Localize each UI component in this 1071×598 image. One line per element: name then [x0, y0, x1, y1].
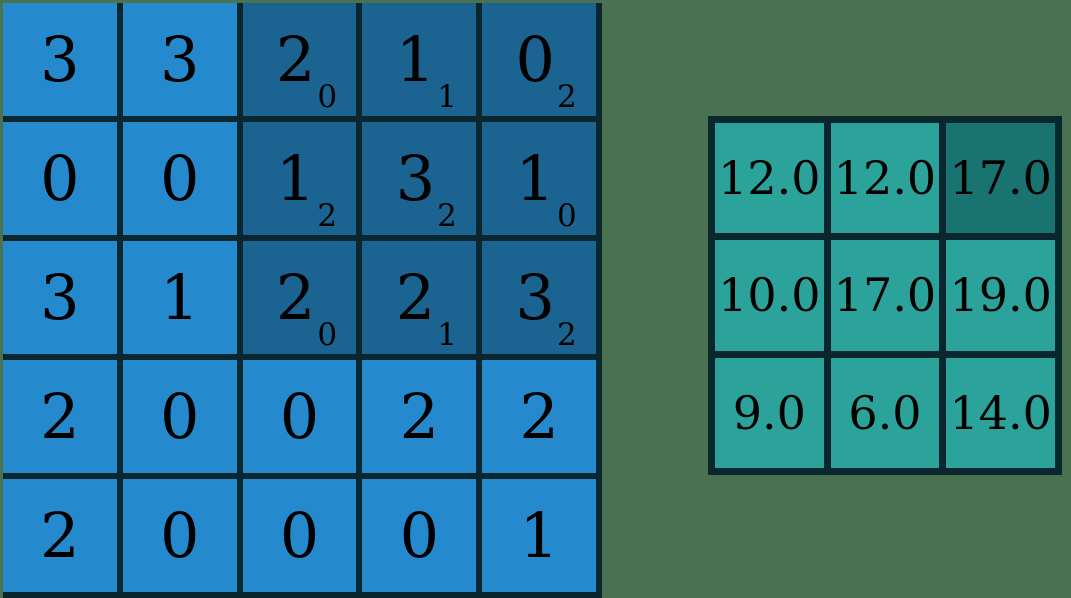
input-cell-value: 0: [515, 22, 555, 96]
output-cell-value: 9.0: [732, 385, 806, 440]
output-cell: 19.0: [946, 240, 1055, 351]
input-cell-subscript: 0: [317, 78, 338, 115]
input-cell: 0: [122, 479, 237, 592]
input-cell-value: 2: [40, 379, 80, 453]
input-cell: 3: [3, 241, 117, 354]
input-cell: 0: [3, 122, 117, 235]
output-cell: 12.0: [715, 123, 824, 234]
output-cell-value: 17.0: [949, 151, 1052, 206]
input-cell-value: 1: [519, 498, 559, 572]
output-cell: 6.0: [830, 357, 940, 468]
input-cell-subscript: 2: [317, 197, 338, 234]
input-cell-subscript: 0: [317, 316, 338, 353]
input-cell-value: 0: [159, 379, 200, 453]
output-cell: 9.0: [715, 357, 824, 468]
input-cell-value: 1: [275, 141, 316, 215]
input-cell-value: 0: [159, 141, 200, 215]
input-cell-value: 3: [395, 141, 436, 215]
output-cell-value: 12.0: [718, 151, 821, 206]
input-cell-value: 3: [40, 22, 80, 96]
input-cell: 0: [122, 122, 237, 235]
input-cell-value: 0: [279, 498, 320, 572]
input-cell-value: 1: [515, 141, 555, 215]
input-cell-value: 0: [279, 379, 320, 453]
input-cell: 3: [3, 3, 117, 116]
output-cell-value: 19.0: [949, 268, 1052, 323]
input-cell: 2: [3, 360, 117, 473]
input-cell-subscript: 0: [556, 197, 577, 234]
input-cell: 2: [482, 360, 596, 473]
output-cell: 14.0: [946, 357, 1055, 468]
input-cell: 0: [362, 479, 477, 592]
input-cell-value: 3: [515, 260, 555, 334]
input-cell-subscript: 1: [437, 316, 457, 353]
input-cell-value: 2: [275, 260, 316, 334]
input-cell: 3: [122, 3, 237, 116]
output-cell-value: 10.0: [718, 268, 821, 323]
input-cell-value: 0: [399, 498, 440, 572]
output-cell: 17.0: [946, 123, 1055, 234]
input-cell-value: 2: [519, 379, 559, 453]
output-cell-value: 12.0: [833, 151, 937, 206]
input-cell-subscript: 2: [556, 316, 577, 353]
input-cell-value: 3: [40, 260, 80, 334]
output-cell-value: 17.0: [833, 268, 937, 323]
input-cell: 1: [122, 241, 237, 354]
output-cell: 10.0: [715, 240, 824, 351]
input-cell-value: 3: [159, 22, 200, 96]
output-cell: 12.0: [830, 123, 940, 234]
input-cell-value: 1: [395, 22, 436, 96]
input-cell-value: 2: [275, 22, 316, 96]
input-cell: 0: [122, 360, 237, 473]
input-cell-subscript: 2: [437, 197, 457, 234]
input-cell-value: 2: [40, 498, 80, 572]
input-cell: 1: [482, 479, 596, 592]
output-cell-value: 6.0: [848, 385, 922, 440]
input-cell: 0: [242, 479, 357, 592]
input-cell-value: 2: [395, 260, 436, 334]
output-cell-value: 14.0: [949, 385, 1052, 440]
input-cell-value: 0: [159, 498, 200, 572]
input-cell: 0: [242, 360, 357, 473]
input-cell: 2: [362, 360, 477, 473]
input-cell-value: 1: [159, 260, 200, 334]
input-cell-value: 0: [40, 141, 80, 215]
output-cell: 17.0: [830, 240, 940, 351]
input-cell-subscript: 1: [437, 78, 457, 115]
input-cell-subscript: 2: [556, 78, 577, 115]
input-cell-value: 2: [399, 379, 440, 453]
input-cell: 2: [3, 479, 117, 592]
